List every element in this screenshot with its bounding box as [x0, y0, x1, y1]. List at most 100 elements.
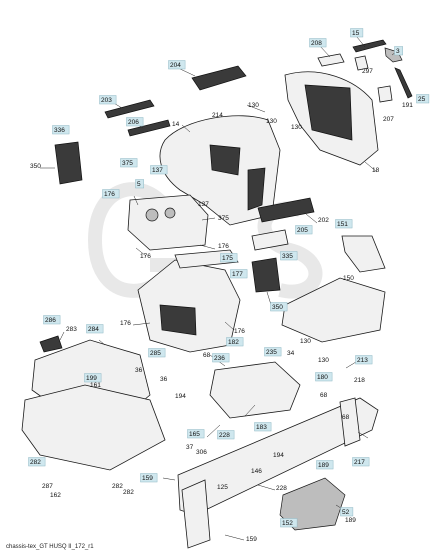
part-label-194: 194: [273, 452, 284, 459]
part-label-199: 199: [86, 375, 97, 382]
part-label-box: [295, 225, 313, 235]
part-drawing-console: [137, 249, 241, 353]
part-label-box: [315, 372, 333, 382]
part-label-box: [120, 158, 138, 168]
part-label-box: [220, 253, 238, 263]
part-label-152: 152: [282, 520, 293, 527]
part-label-204: 204: [170, 62, 181, 69]
part-label-180: 180: [317, 374, 328, 381]
part-label-218: 218: [354, 377, 365, 384]
part-label-375: 375: [218, 215, 229, 222]
part-drawing-side-panels: [251, 197, 386, 343]
part-drawing-top-right: [317, 39, 413, 103]
part-drawing-fender: [21, 335, 166, 471]
part-label-box: [126, 117, 144, 127]
part-label-137: 137: [198, 201, 209, 208]
part-label-235: 235: [266, 349, 277, 356]
part-label-box: [264, 347, 282, 357]
part-label-box: [355, 355, 373, 365]
part-label-285: 285: [150, 350, 161, 357]
part-label-box: [335, 219, 353, 229]
part-label-box: [254, 422, 272, 432]
part-label-box: [99, 95, 117, 105]
part-label-box: [52, 125, 70, 135]
part-drawing-chassis: [177, 397, 379, 549]
part-label-287: 287: [42, 483, 53, 490]
part-label-box: [270, 302, 288, 312]
part-drawing-plate: [209, 361, 301, 419]
part-label-202: 202: [318, 217, 329, 224]
part-label-box: [150, 165, 168, 175]
part-label-206: 206: [128, 119, 139, 126]
part-label-36: 36: [135, 367, 143, 374]
part-label-box: [394, 46, 403, 56]
part-label-286: 286: [45, 317, 56, 324]
part-label-14: 14: [172, 121, 180, 128]
part-label-194: 194: [175, 393, 186, 400]
part-label-159: 159: [142, 475, 153, 482]
part-label-box: [217, 430, 235, 440]
part-label-box: [102, 189, 120, 199]
part-label-18: 18: [372, 167, 380, 174]
part-label-189: 189: [345, 517, 356, 524]
part-label-box: [226, 337, 244, 347]
part-label-176: 176: [140, 253, 151, 260]
part-label-162: 162: [50, 492, 61, 499]
part-label-375: 375: [122, 160, 133, 167]
part-label-box: [148, 348, 166, 358]
part-label-125: 125: [217, 484, 228, 491]
part-label-box: [309, 38, 327, 48]
part-label-15: 15: [352, 30, 360, 37]
part-label-52: 52: [342, 509, 350, 516]
part-label-box: [135, 179, 144, 189]
part-drawing-dashboard: [127, 194, 209, 251]
part-label-217: 217: [354, 459, 365, 466]
part-label-130: 130: [248, 102, 259, 109]
part-label-175: 175: [222, 255, 233, 262]
part-label-130: 130: [266, 118, 277, 125]
part-label-208: 208: [311, 40, 322, 47]
part-label-box: [28, 457, 46, 467]
part-label-box: [212, 353, 230, 363]
part-label-3: 3: [396, 48, 400, 55]
part-label-130: 130: [291, 124, 302, 131]
part-label-box: [168, 60, 186, 70]
part-label-5: 5: [137, 181, 141, 188]
part-label-177: 177: [232, 271, 243, 278]
part-label-207: 207: [383, 116, 394, 123]
part-label-336: 336: [54, 127, 65, 134]
part-label-36: 36: [160, 376, 168, 383]
part-label-box: [416, 94, 430, 104]
part-label-box: [316, 460, 334, 470]
part-label-box: [230, 269, 248, 279]
part-label-335: 335: [282, 253, 293, 260]
part-label-68: 68: [320, 392, 328, 399]
part-label-137: 137: [152, 167, 163, 174]
part-label-box: [352, 457, 370, 467]
part-label-130: 130: [318, 357, 329, 364]
part-label-282: 282: [30, 459, 41, 466]
part-label-box: [340, 507, 354, 517]
part-label-box: [86, 324, 104, 334]
part-label-box: [43, 315, 61, 325]
part-label-189: 189: [318, 462, 329, 469]
part-label-282: 282: [123, 489, 134, 496]
part-label-183: 183: [256, 424, 267, 431]
part-drawing-headlight: [54, 141, 83, 185]
part-label-176: 176: [234, 328, 245, 335]
part-label-228: 228: [276, 485, 287, 492]
part-label-box: [84, 373, 102, 383]
part-drawing-hood: [159, 71, 379, 226]
part-label-25: 25: [418, 96, 426, 103]
part-label-213: 213: [357, 357, 368, 364]
part-label-165: 165: [189, 431, 200, 438]
part-label-37: 37: [186, 444, 194, 451]
part-label-191: 191: [402, 102, 413, 109]
part-label-350: 350: [30, 163, 41, 170]
part-label-box: [187, 429, 205, 439]
part-label-228: 228: [219, 432, 230, 439]
part-label-283: 283: [66, 326, 77, 333]
part-label-350: 350: [272, 304, 283, 311]
part-label-146: 146: [251, 468, 262, 475]
